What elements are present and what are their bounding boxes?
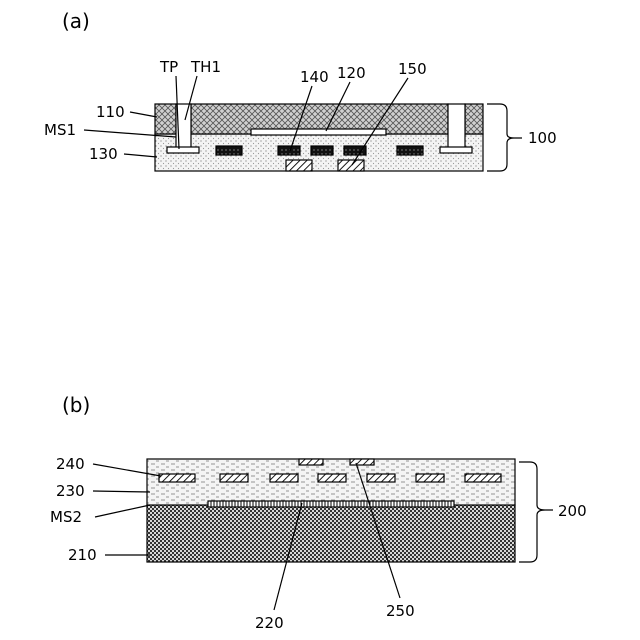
via-th1-right (448, 104, 465, 148)
label-140: 140 (300, 68, 329, 86)
element-220 (208, 501, 454, 507)
pad-tp-left (167, 147, 199, 153)
piece-240-5 (367, 474, 395, 482)
piece-240-6 (416, 474, 444, 482)
label-210: 210 (68, 546, 97, 564)
block-150-2 (338, 160, 364, 171)
pad-250-1 (299, 459, 323, 465)
brace-100 (487, 104, 522, 171)
label-ms2: MS2 (50, 508, 82, 526)
chip-140-5 (397, 146, 423, 155)
label-th1: TH1 (190, 58, 221, 76)
label-100: 100 (528, 129, 557, 147)
label-120: 120 (337, 64, 366, 82)
label-200: 200 (558, 502, 587, 520)
element-120 (251, 129, 386, 135)
label-ms1: MS1 (44, 121, 76, 139)
label-220: 220 (255, 614, 284, 632)
pad-250-2 (350, 459, 374, 465)
panel-a-label: (a) (62, 9, 90, 33)
label-250: 250 (386, 602, 415, 620)
piece-240-3 (270, 474, 298, 482)
piece-240-1 (159, 474, 195, 482)
label-110: 110 (96, 103, 125, 121)
layer-110-right (465, 104, 483, 134)
chip-140-2 (278, 146, 300, 155)
pad-tp-right (440, 147, 472, 153)
leader-130 (124, 154, 157, 157)
chip-140-1 (216, 146, 242, 155)
piece-240-2 (220, 474, 248, 482)
piece-240-7 (465, 474, 501, 482)
label-tp: TP (159, 58, 178, 76)
chip-140-3 (311, 146, 333, 155)
label-240: 240 (56, 455, 85, 473)
brace-200 (519, 462, 553, 562)
label-230: 230 (56, 482, 85, 500)
label-130: 130 (89, 145, 118, 163)
block-150-1 (286, 160, 312, 171)
piece-240-4 (318, 474, 346, 482)
layer-110-left (155, 104, 176, 134)
leader-ms2 (95, 505, 150, 517)
panel-b-label: (b) (62, 393, 90, 417)
layer-210 (147, 505, 515, 562)
label-150: 150 (398, 60, 427, 78)
leader-230 (93, 491, 150, 492)
leader-110 (130, 112, 157, 117)
